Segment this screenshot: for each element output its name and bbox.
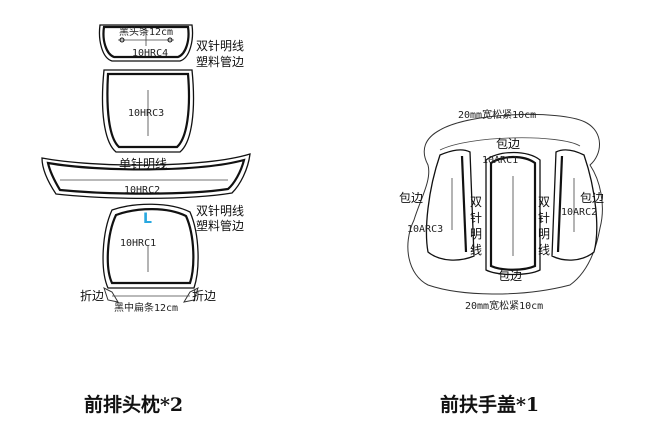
piece2-code: 10HRC2	[124, 185, 160, 196]
fold-label-right: 折边	[192, 288, 216, 303]
armrest-outer-boundary	[407, 113, 603, 295]
double-stitch-right-1: 双	[538, 195, 550, 209]
wrap-label-top: 包边	[496, 137, 520, 151]
piece-10hrc1	[102, 203, 199, 303]
piece-arc2-code: 10ARC2	[561, 207, 597, 218]
piece-10hrc2	[41, 153, 251, 200]
piece-10arc3	[425, 149, 475, 261]
double-stitch-left-2: 针	[470, 210, 482, 225]
piece-arc1-code: 10ARC1	[482, 155, 518, 166]
elastic-bottom-label: 20mm宽松紧10cm	[465, 299, 543, 312]
plastic-piping-label-1: 塑料管边	[196, 54, 244, 69]
double-stitch-right-3: 明	[538, 227, 550, 241]
elastic-top-label: 20mm宽松紧10cm	[458, 108, 536, 121]
single-stitch-label: 单针明线	[119, 156, 167, 171]
piece-arc3-code: 10ARC3	[407, 224, 443, 235]
double-stitch-left-4: 线	[470, 243, 482, 257]
armrest-group: 20mm宽松紧10cm 包边 10ARC1 包边 10ARC3 双 针 明 线 …	[399, 108, 604, 416]
double-stitch-right-4: 线	[538, 243, 550, 257]
fold-label-left: 折边	[80, 288, 104, 303]
piece-10hrc3	[101, 69, 195, 153]
double-stitch-right-2: 针	[538, 210, 550, 225]
double-stitch-left-1: 双	[470, 195, 482, 209]
headrest-caption: 前排头枕*2	[84, 393, 183, 416]
bottom-strip-label: 黑中扁条12cm	[114, 301, 178, 314]
piece-10arc2	[551, 149, 598, 261]
side-mark-l: L	[143, 211, 152, 227]
double-stitch-label-2: 双针明线	[196, 203, 244, 218]
double-stitch-label-1: 双针明线	[196, 38, 244, 53]
plastic-piping-label-2: 塑料管边	[196, 218, 244, 233]
double-stitch-left-3: 明	[470, 227, 482, 241]
wrap-label-right: 包边	[580, 191, 604, 205]
piece4-code: 10HRC4	[132, 48, 168, 59]
headrest-group: 黑头条12cm 10HRC4 双针明线 塑料管边 10HRC3 单针明线 10H…	[41, 24, 251, 416]
top-strip-label: 黑头条12cm	[119, 25, 173, 38]
wrap-label-left: 包边	[399, 191, 423, 205]
armrest-caption: 前扶手盖*1	[440, 393, 539, 416]
piece-10arc1	[485, 151, 541, 276]
piece3-code: 10HRC3	[128, 108, 164, 119]
wrap-label-bottom: 包边	[498, 269, 522, 283]
piece-10hrc4	[98, 24, 194, 62]
piece1-code: 10HRC1	[120, 238, 156, 249]
